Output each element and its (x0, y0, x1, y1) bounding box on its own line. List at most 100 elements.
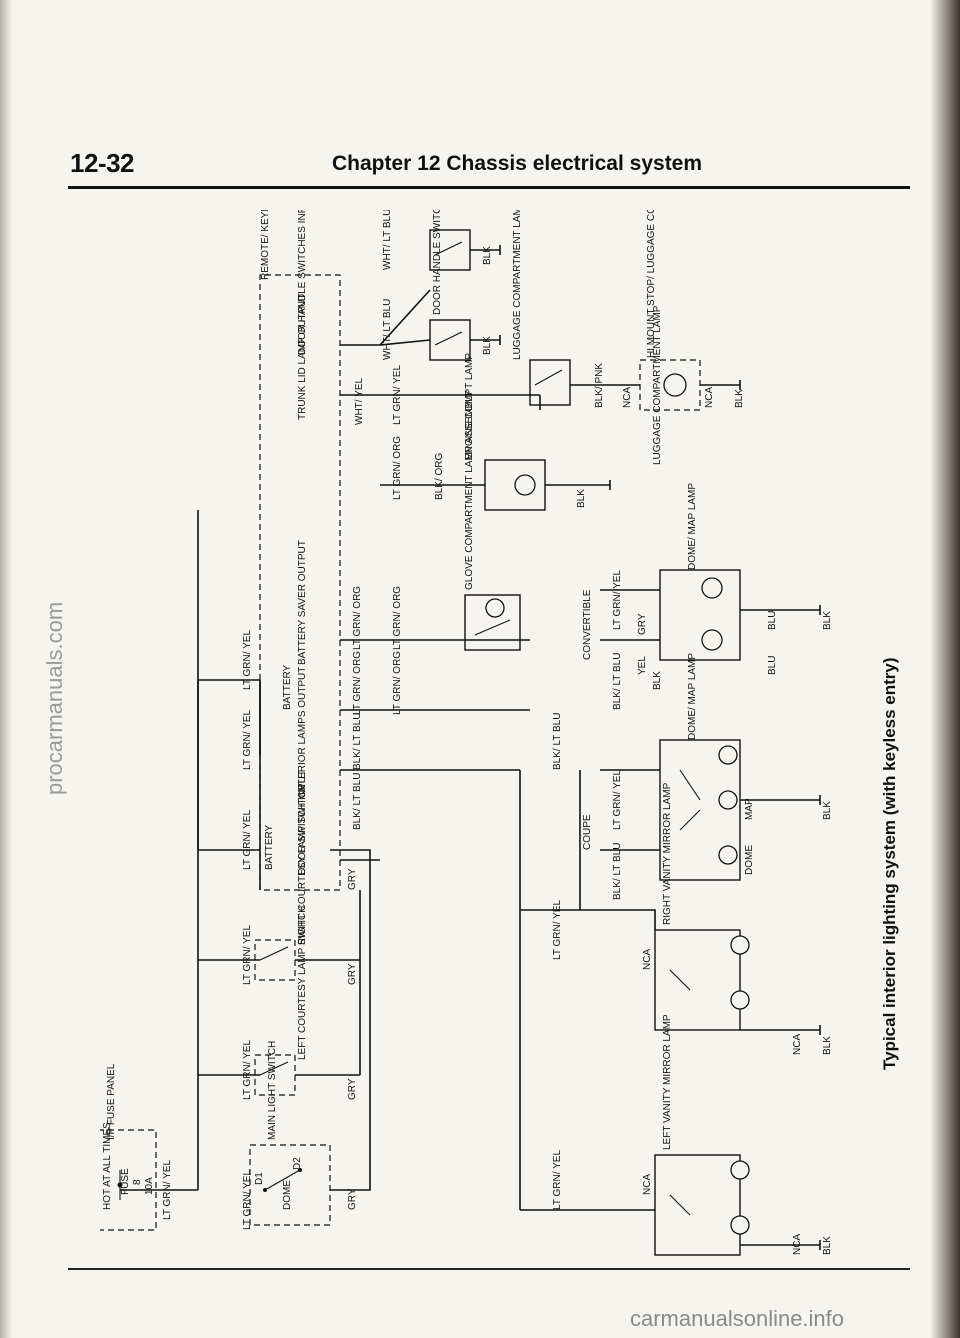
wire-label-blu-1: BLU (767, 611, 778, 630)
label-door-handle-switches: DOOR HANDLE SWITCHES (432, 210, 443, 315)
label-interior-lamps-output: INTERIOR LAMPS OUTPUT (297, 667, 308, 795)
figure-caption-wrap: Typical interior lighting system (with k… (860, 430, 900, 1070)
right-vanity-mirror-lamp-box (654, 929, 741, 1031)
label-trunk-lid-lamp-output: TRUNK LID LAMP OUTPUT (297, 294, 308, 421)
chapter-title: Chapter 12 Chassis electrical system (332, 152, 703, 175)
wire-label-blk-2: BLK (482, 246, 493, 265)
page-header: 12-32 Chapter 12 Chassis electrical syst… (70, 148, 910, 188)
wire-label-blk-8: BLK (822, 1236, 833, 1255)
wire-label-battery-feed-2: LT GRN/ YEL (242, 710, 253, 770)
wire-label-blk-4: BLK (734, 389, 745, 408)
wire-label-lt-grn-org-2: LT GRN/ ORG (352, 586, 363, 650)
label-coupe: COUPE (582, 814, 593, 850)
wire-label-blk-lt-blu-2: BLK/ LT BLU (352, 713, 363, 770)
label-fuse-amp: 10A (144, 1177, 155, 1195)
wire-label-blk-lt-blu-1: BLK/ LT BLU (352, 773, 363, 830)
wire-label-wht-lt-blu-2: WHT/ LT BLU (382, 210, 393, 270)
wire-label-blk-lt-blu-coupe-1: BLK/ LT BLU (552, 713, 563, 770)
page-binding-shadow (930, 0, 960, 1338)
wire-label-gry-3: GRY (347, 963, 358, 985)
label-nca-1: NCA (622, 387, 633, 408)
label-left-courtesy-lamp-switch: LEFT COURTESY LAMP SWITCH (297, 906, 308, 1060)
wire-label-lt-grn-yel-rv: LT GRN/ YEL (552, 900, 563, 960)
page-left-edge (0, 0, 12, 1338)
wire-label-blk-lt-blu-conv: BLK/ LT BLU (612, 653, 623, 710)
label-battery-2: BATTERY (282, 664, 293, 710)
label-nca-6: NCA (792, 1234, 803, 1255)
dome-map-lamp-convertible-box (659, 569, 741, 661)
left-vanity-mirror-lamp-box (654, 1154, 741, 1256)
header-rule (68, 186, 910, 189)
wire-label-gry-2: GRY (347, 1078, 358, 1100)
main-light-switch-outline (249, 1144, 331, 1226)
glove-compartment-lamp-box (464, 594, 521, 651)
dome-map-lamp-coupe-box (659, 739, 741, 881)
component-labels: HOT AT ALL TIMES FUSE 8 10A I/P FUSE PAN… (102, 210, 833, 1255)
wire-label-blk-lt-blu-coupe-2: BLK/ LT BLU (612, 843, 623, 900)
wire-label-lt-grn-org-4: LT GRN/ ORG (392, 586, 403, 650)
figure-caption: Typical interior lighting system (with k… (880, 657, 899, 1070)
label-luggage-compartment-lamp: LUGGAGE COMPARTMENT LAMP (652, 305, 663, 465)
wire-label-yel-conv: YEL (637, 656, 648, 675)
label-battery-1: BATTERY (264, 824, 275, 870)
wire-label-lt-grn-yel-trunk: LT GRN/ YEL (392, 365, 403, 425)
label-ip-fuse-panel: I/P FUSE PANEL (106, 1063, 117, 1140)
wire-label-battery-feed-3: LT GRN/ YEL (242, 630, 253, 690)
label-d1: D1 (254, 1172, 265, 1185)
label-glove-compartment-lamp-assembly: GLOVE COMPARTMENT LAMP ASSEMBLY (464, 390, 475, 590)
label-right-vanity-mirror-lamp: RIGHT VANITY MIRROR LAMP (662, 782, 673, 925)
label-fuse-num: 8 (132, 1179, 143, 1185)
label-remote-keyless-entry-module: REMOTE/ KEYLESS ENTRY MODULE (260, 210, 271, 280)
wire-label-battery-feed-1: LT GRN/ YEL (242, 810, 253, 870)
label-engine-compt-lamp: ENGINE COMPT LAMP (464, 353, 475, 460)
label-nca-5: NCA (642, 1174, 653, 1195)
footer-rule (68, 1268, 910, 1270)
label-main-light-switch: MAIN LIGHT SWITCH (267, 1041, 278, 1140)
label-dome-map-lamp-coupe: DOME/ MAP LAMP (687, 653, 698, 740)
label-d2: D2 (292, 1157, 303, 1170)
wire-label-lt-grn-org-3: LT GRN/ ORG (392, 651, 403, 715)
label-nca-3: NCA (642, 949, 653, 970)
label-luggage-compartment-lamp-switch: LUGGAGE COMPARTMENT LAMP SWITCH (512, 210, 523, 360)
wire-label-blk-pnk: BLK/ PNK (594, 363, 605, 408)
wire-label-blk-org: BLK/ ORG (434, 453, 445, 500)
wire-label-blk-conv: BLK (652, 671, 663, 690)
wiring-diagram: HOT AT ALL TIMES FUSE 8 10A I/P FUSE PAN… (100, 210, 833, 1256)
label-left-vanity-mirror-lamp: LEFT VANITY MIRROR LAMP (662, 1014, 673, 1150)
label-hot-at-all-times: HOT AT ALL TIMES (102, 1122, 113, 1210)
wire-label-lt-grn-org-5: LT GRN/ ORG (392, 436, 403, 500)
label-map: MAP (744, 798, 755, 820)
label-nca-4: NCA (792, 1034, 803, 1055)
label-battery-saver-output: BATTERY SAVER OUTPUT (297, 540, 308, 665)
luggage-compartment-switch-box (529, 359, 571, 406)
label-door-handle-switches-input: DOOR HANDLE SWITCHES INPUT (297, 210, 308, 355)
wire-label-blk-3: BLK (576, 489, 587, 508)
label-door-switch-input: DOOR SWITCH INPUT (297, 770, 308, 875)
wire-label-blk-5: BLK (822, 611, 833, 630)
wire-label-main-feed: LT GRN/ YEL (162, 1160, 173, 1220)
label-convertible: CONVERTIBLE (582, 589, 593, 660)
wire-label-gry-1: GRY (347, 1188, 358, 1210)
wire-label-switch-feed: LT GRN/ YEL (242, 1170, 253, 1230)
keyless-entry-module-outline (259, 274, 341, 891)
label-fuse: FUSE (120, 1168, 131, 1195)
wire-label-lt-grn-yel-lv: LT GRN/ YEL (552, 1150, 563, 1210)
label-hi-mount-stop: HI MOUNT STOP/ LUGGAGE COMPARTMENT LAMP … (646, 210, 657, 358)
wire-label-lt-grn-yel-coupe: LT GRN/ YEL (612, 770, 623, 830)
label-dome-map-lamp-conv: DOME/ MAP LAMP (687, 483, 698, 570)
label-dome: DOME (282, 1180, 293, 1210)
label-nca-2: NCA (704, 387, 715, 408)
wire-label-blk-6: BLK (822, 801, 833, 820)
left-watermark: procarmanuals.com (42, 601, 67, 795)
wire-label-blk-1: BLK (482, 336, 493, 355)
wire-label-wht-lt-blu-1: WHT/ LT BLU (382, 299, 393, 360)
wire-label-lt-grn-yel-conv: LT GRN/ YEL (612, 570, 623, 630)
wire-label-gry-4: GRY (347, 868, 358, 890)
wire-label-gry-conv: GRY (637, 613, 648, 635)
label-dome-coupe: DOME (744, 845, 755, 875)
wire-label-left-courtesy: LT GRN/ YEL (242, 1040, 253, 1100)
wire-label-right-courtesy: LT GRN/ YEL (242, 925, 253, 985)
page-number: 12-32 (70, 148, 135, 178)
bottom-watermark: carmanualsonline.info (630, 1306, 845, 1331)
label-right-courtesy-lamp-switch: RIGHT COURTESY LAMP SWITCH (297, 784, 308, 945)
